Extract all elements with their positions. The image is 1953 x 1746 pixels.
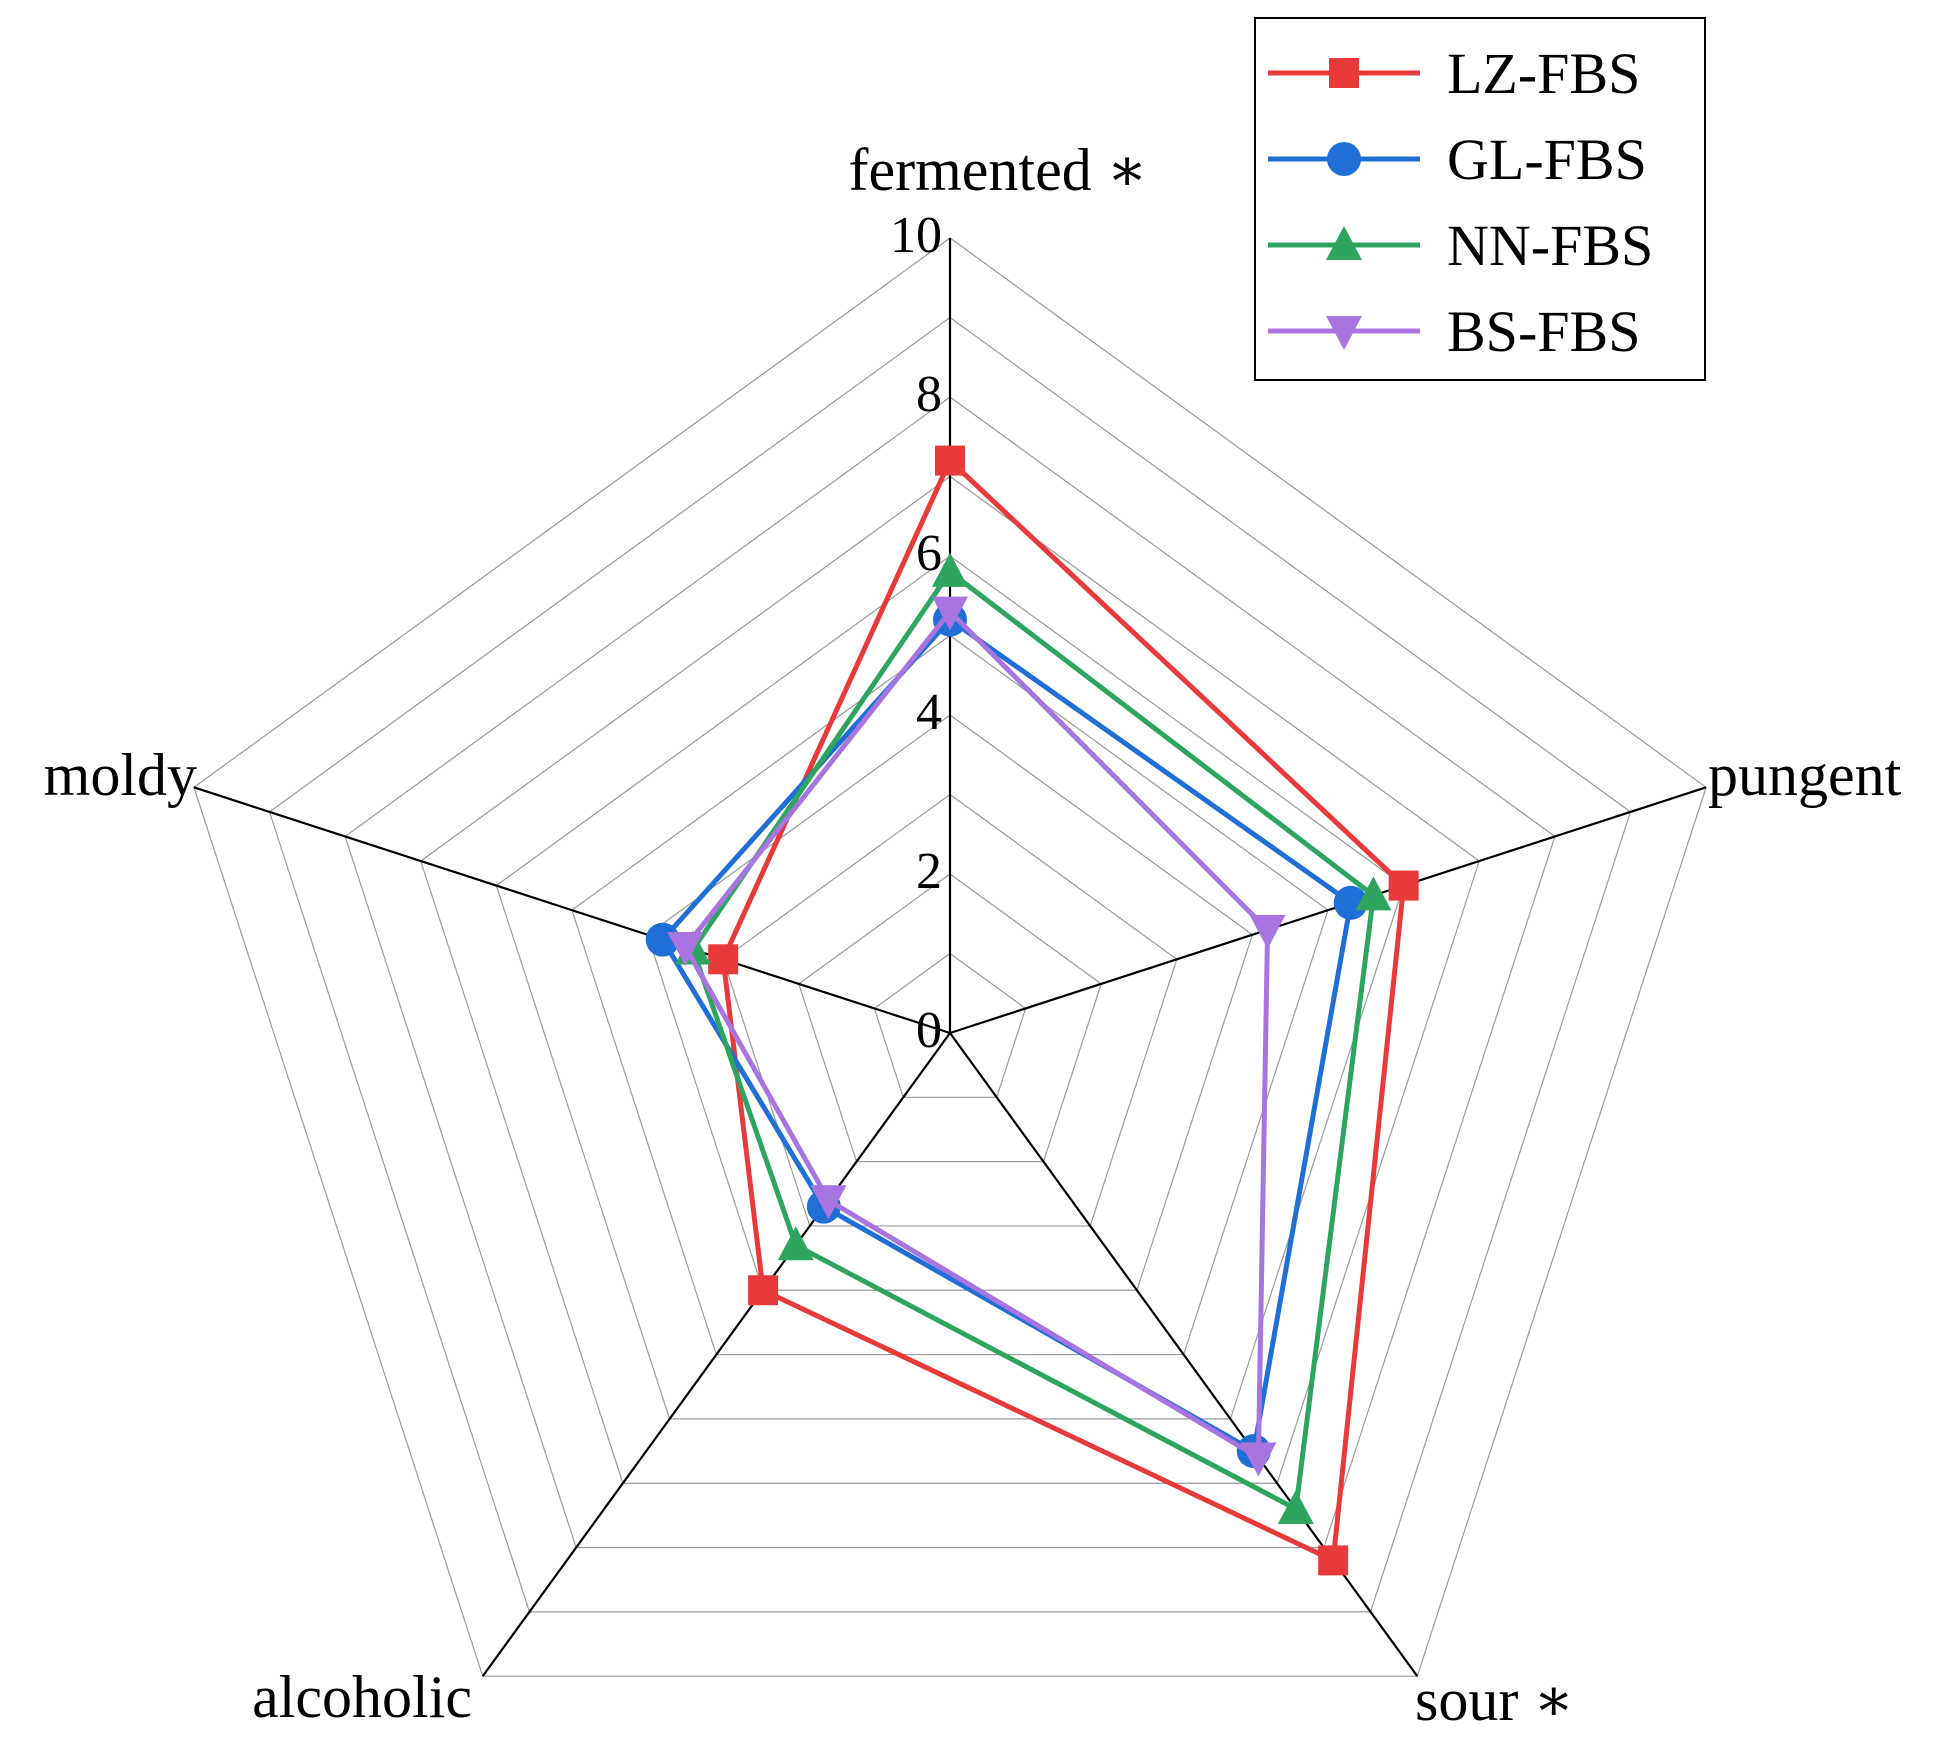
data-point [1240, 1442, 1277, 1477]
radar-grid [193, 237, 1707, 1677]
axis-line [949, 786, 1707, 1035]
tick-label: 0 [916, 1002, 942, 1059]
axis-label: sour ∗ [1415, 1667, 1574, 1733]
data-point [810, 1185, 847, 1220]
legend: LZ-FBS GL-FBS NN-FBS BS-FBS [1254, 17, 1706, 381]
grid-ring [268, 316, 1632, 1613]
data-point [1318, 1545, 1349, 1576]
axis-label: pungent [1708, 742, 1902, 808]
data-point [1249, 914, 1286, 949]
legend-items: LZ-FBS GL-FBS NN-FBS BS-FBS [1268, 41, 1653, 364]
grid-ring [420, 475, 1480, 1484]
grid-ring [873, 952, 1027, 1098]
data-point [1355, 876, 1392, 911]
series-line [690, 568, 1377, 1513]
tick-label: 2 [916, 843, 942, 900]
legend-item: NN-FBS [1268, 213, 1653, 278]
data-point [667, 932, 704, 967]
tick-label: 4 [916, 684, 942, 741]
data-point [932, 552, 968, 587]
axis-label: moldy [44, 742, 197, 808]
data-point [708, 944, 739, 975]
series-bs-fbs [667, 596, 1286, 1477]
data-point [748, 1275, 779, 1306]
data-point [1388, 870, 1419, 901]
series-line [682, 607, 1271, 1462]
data-point [1327, 142, 1361, 176]
axis-labels: fermented ∗ pungent sour ∗ alcoholic moldy [44, 137, 1902, 1733]
axis-line [193, 786, 951, 1035]
grid-ring [495, 555, 1405, 1420]
axis-line [481, 1032, 951, 1677]
legend-label: BS-FBS [1447, 299, 1640, 364]
axis-label: alcoholic [252, 1664, 472, 1730]
grid-ring [571, 634, 1329, 1356]
legend-item: BS-FBS [1268, 299, 1640, 364]
legend-label: NN-FBS [1447, 213, 1653, 278]
series-layer [645, 445, 1419, 1576]
tick-label: 10 [890, 207, 942, 264]
data-point [645, 922, 680, 957]
data-point [935, 445, 965, 476]
data-point [1326, 316, 1362, 350]
data-point [1277, 1489, 1314, 1524]
data-point [1333, 885, 1368, 920]
legend-item: GL-FBS [1268, 127, 1647, 192]
legend-label: GL-FBS [1447, 127, 1647, 192]
tick-label: 8 [916, 366, 942, 423]
legend-label: LZ-FBS [1447, 41, 1640, 106]
grid-ring [722, 793, 1178, 1227]
tick-label: 6 [916, 525, 942, 582]
grid-ring [344, 396, 1556, 1549]
grid-ring [798, 873, 1102, 1163]
data-point [1329, 58, 1359, 88]
axis-label: fermented ∗ [849, 137, 1148, 203]
legend-item: LZ-FBS [1268, 41, 1640, 106]
data-point [932, 596, 968, 631]
series-line [720, 456, 1407, 1565]
series-line [659, 616, 1354, 1455]
grid-ring [193, 237, 1707, 1677]
series-lz-fbs [708, 445, 1419, 1576]
data-point [1326, 226, 1362, 260]
data-point [777, 1226, 814, 1261]
radial-tick-labels: 0 2 4 6 8 10 [890, 207, 942, 1059]
series-nn-fbs [674, 552, 1392, 1524]
